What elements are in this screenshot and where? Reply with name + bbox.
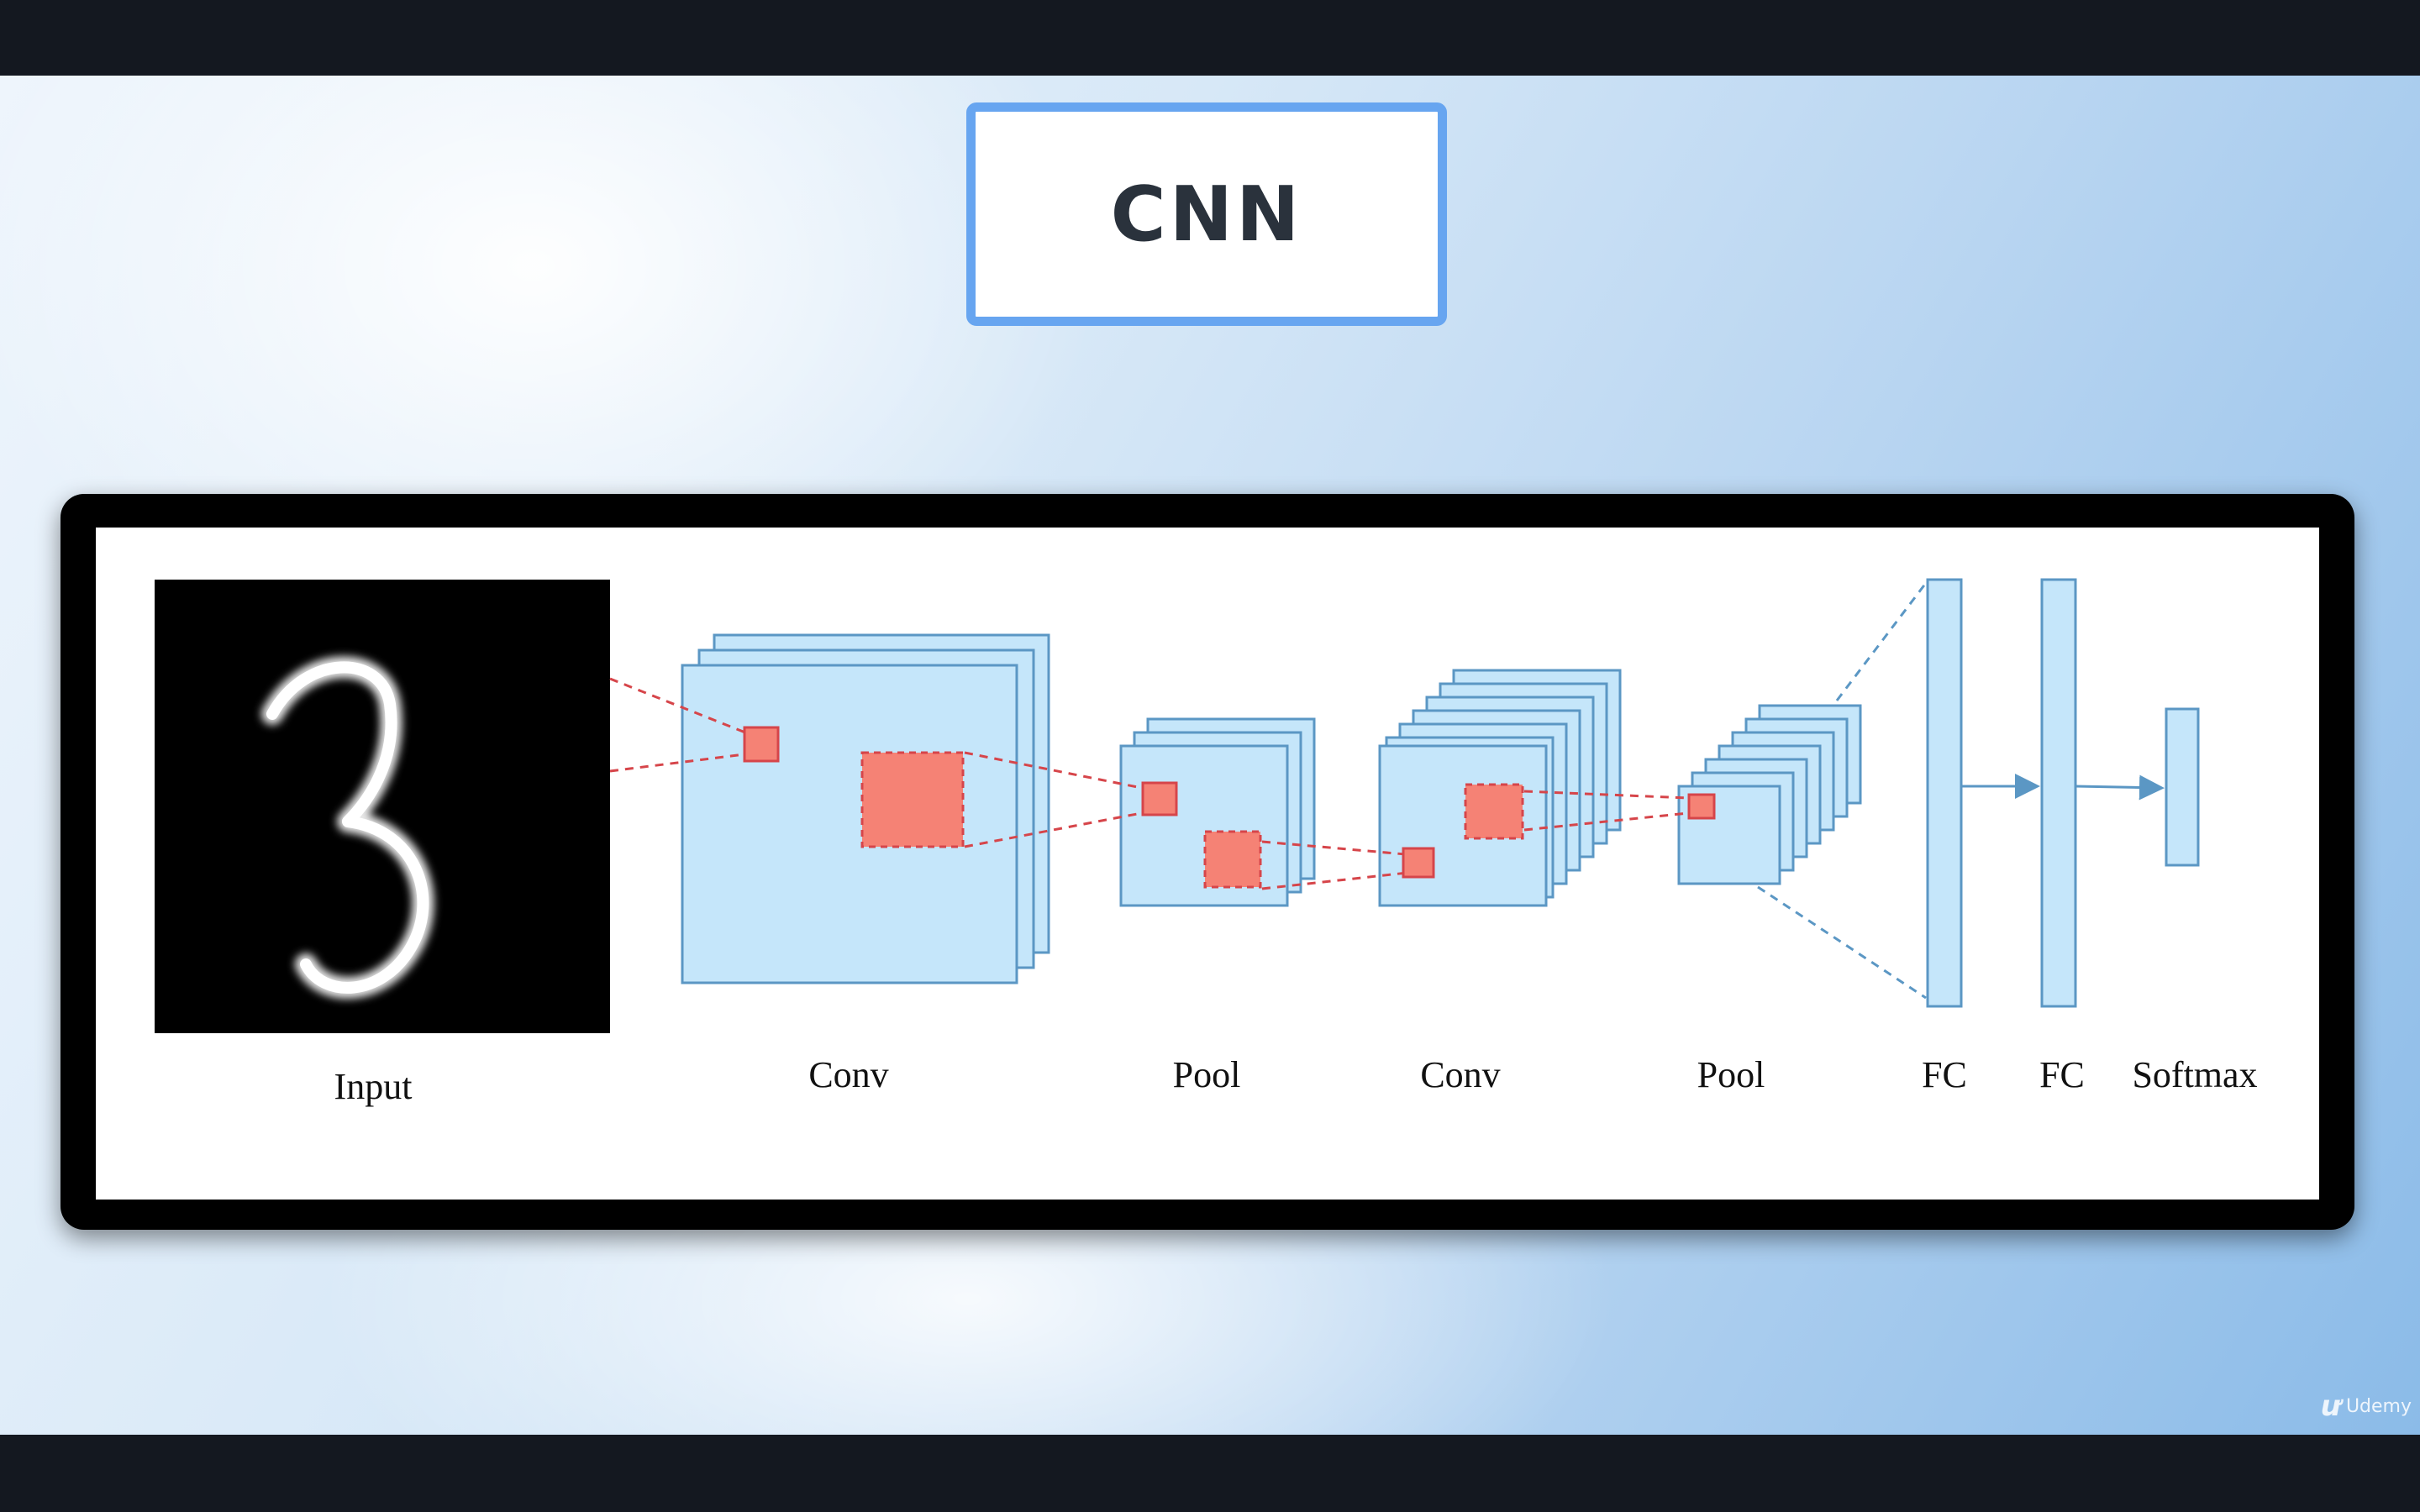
pool1-kernel bbox=[1141, 781, 1178, 816]
pool1-window bbox=[1203, 830, 1262, 889]
layer-label-softmax: Softmax bbox=[2132, 1054, 2258, 1095]
slide-title: CNN bbox=[1110, 170, 1303, 259]
udemy-logo-icon: ư bbox=[2320, 1389, 2341, 1423]
fc-layers bbox=[1926, 578, 2200, 1008]
cnn-diagram: Input Conv Pool Conv Pool FC FC Softmax bbox=[96, 528, 2319, 1200]
slide-title-box: CNN bbox=[966, 102, 1447, 326]
presentation-slide: CNN bbox=[0, 76, 2420, 1435]
fc-arrows bbox=[1961, 774, 2165, 801]
watermark-text: Udemy bbox=[2345, 1395, 2412, 1417]
layer-label-input: Input bbox=[334, 1066, 413, 1107]
pool2-feature-maps bbox=[1677, 704, 1862, 885]
input-kernel bbox=[743, 726, 780, 763]
fc2-bar bbox=[2040, 578, 2077, 1008]
layer-label-conv2: Conv bbox=[1420, 1054, 1501, 1095]
udemy-watermark: ư Udemy bbox=[2321, 1389, 2412, 1423]
layer-label-conv1: Conv bbox=[808, 1054, 889, 1095]
conv2-feature-maps bbox=[1378, 669, 1622, 907]
layer-label-pool2: Pool bbox=[1697, 1054, 1765, 1095]
input-image bbox=[155, 580, 610, 1033]
layer-label-fc1: FC bbox=[1922, 1054, 1967, 1095]
pool2-kernel bbox=[1687, 793, 1716, 820]
bottom-letterbox-bar bbox=[0, 1435, 2420, 1512]
flatten-connectors bbox=[1757, 582, 1928, 1000]
cnn-diagram-svg bbox=[155, 578, 2200, 1033]
conv2-window bbox=[1464, 783, 1524, 840]
layer-label-fc2: FC bbox=[2039, 1054, 2085, 1095]
receptive-field-connectors bbox=[609, 677, 1689, 890]
fc1-bar bbox=[1926, 578, 1963, 1008]
top-letterbox-bar bbox=[0, 0, 2420, 76]
arrow-icon bbox=[2075, 774, 2165, 801]
conv1-kernel bbox=[860, 751, 965, 848]
kernel-patches bbox=[743, 726, 1716, 889]
layer-label-pool1: Pool bbox=[1172, 1054, 1241, 1095]
cnn-diagram-frame: Input Conv Pool Conv Pool FC FC Softmax bbox=[60, 494, 2354, 1230]
conv2-kernel bbox=[1402, 847, 1435, 879]
softmax-bar bbox=[2165, 707, 2200, 867]
